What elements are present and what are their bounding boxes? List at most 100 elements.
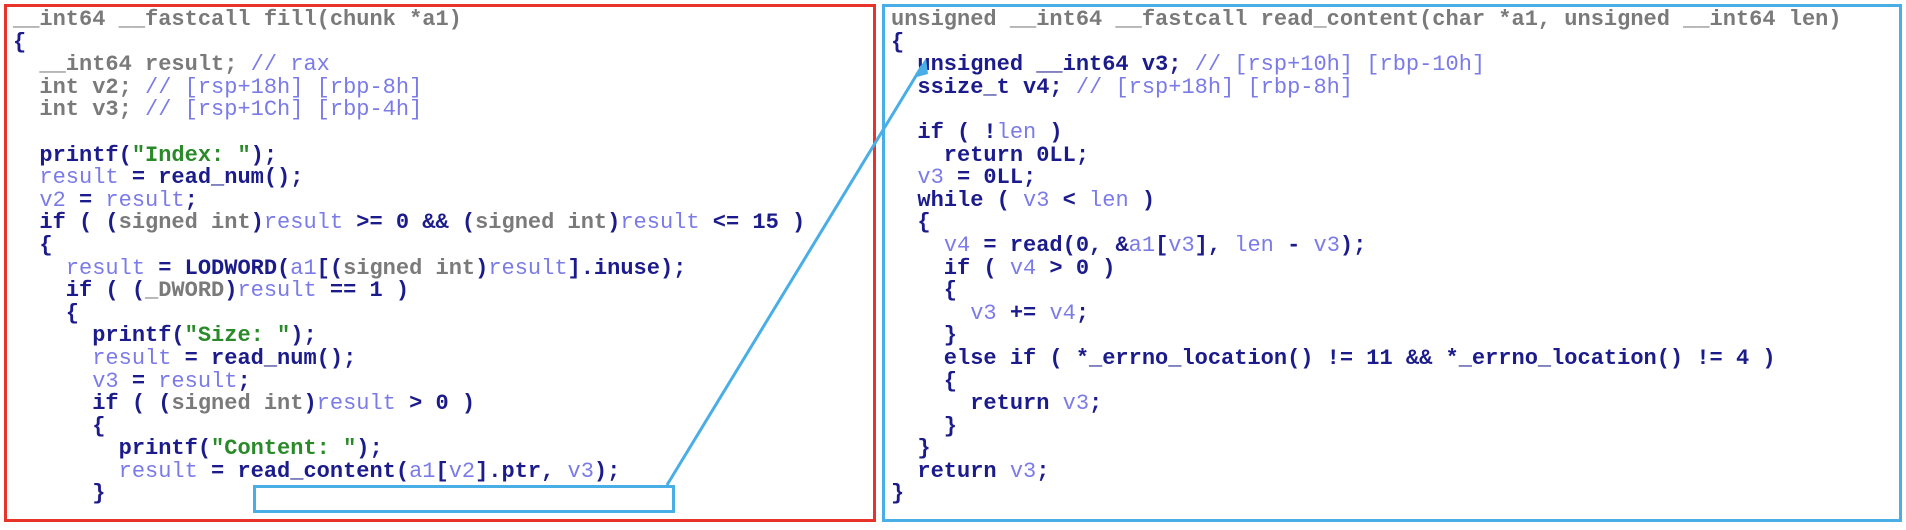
read-content-function-panel: unsigned __int64 __fastcall read_content…	[882, 4, 1902, 522]
code-token: a1	[409, 458, 436, 484]
code-line: v3 += v4;	[891, 300, 1842, 326]
code-line: {	[13, 234, 805, 258]
code-token: if ( (	[13, 278, 146, 304]
code-token: signed int	[118, 210, 251, 236]
code-token: result	[620, 210, 700, 236]
code-token: = read_num();	[118, 165, 304, 191]
code-token: ].ptr,	[475, 458, 568, 484]
code-line: {	[891, 278, 1842, 304]
code-line: }	[891, 437, 1842, 461]
code-token: v3	[92, 368, 119, 394]
code-line: {	[891, 368, 1842, 394]
code-token: __int64 result;	[13, 52, 251, 78]
code-token: =	[65, 187, 106, 213]
code-token: return 0LL;	[891, 142, 1090, 168]
code-token: v3	[1023, 187, 1050, 213]
code-line: v2 = result;	[13, 187, 805, 213]
code-line: result = read_num();	[13, 165, 805, 191]
code-token: {	[891, 368, 958, 394]
code-line: v3 = result;	[13, 368, 805, 394]
code-token: printf(	[13, 436, 212, 462]
code-token: ;	[1089, 391, 1103, 417]
code-token: v4	[1049, 300, 1076, 326]
code-token: )	[224, 278, 238, 304]
code-token: result	[263, 210, 344, 236]
code-token: result	[92, 345, 172, 371]
code-line: {	[13, 300, 805, 326]
code-token: )	[475, 255, 489, 281]
code-line: if ( (signed int)result >= 0 && (signed …	[13, 212, 805, 235]
code-token: +=	[996, 300, 1050, 326]
code-token: > 0 )	[1036, 255, 1116, 281]
code-token: __int64 __fastcall fill(chunk *a1)	[13, 7, 462, 32]
code-token: {	[891, 29, 905, 55]
code-token: );	[250, 142, 278, 168]
code-token: a1	[290, 255, 317, 281]
code-token: "Size: "	[184, 323, 291, 349]
code-token: else if ( *_errno_location() != 11 && *_…	[891, 345, 1776, 371]
code-line: v4 = read(0, &a1[v3], len - v3);	[891, 232, 1842, 258]
fill-function-code: __int64 __fastcall fill(chunk *a1) { __in…	[13, 7, 805, 506]
code-line: return v3;	[891, 391, 1842, 417]
code-token: result	[118, 458, 198, 484]
read-content-call-highlight	[253, 485, 675, 513]
code-token: = LODWORD(	[145, 255, 291, 281]
code-token: signed int	[171, 391, 304, 417]
code-token: v3	[1009, 458, 1037, 484]
code-line: printf("Size: ");	[13, 325, 805, 348]
code-line: result = read_content(a1[v2].ptr, v3);	[13, 458, 805, 484]
code-token: // [rsp+10h] [rbp-10h]	[1194, 52, 1486, 78]
code-line: {	[891, 212, 1842, 235]
code-line	[891, 99, 1842, 122]
code-token: v2	[39, 187, 66, 213]
code-line: int v2; // [rsp+18h] [rbp-8h]	[13, 74, 805, 100]
code-token: signed int	[343, 255, 476, 281]
code-token: }	[891, 323, 958, 349]
code-token: = 0LL;	[943, 165, 1037, 191]
code-token: ;	[237, 368, 251, 394]
code-token	[891, 165, 917, 190]
code-token: v4	[1009, 255, 1037, 281]
code-token: printf(	[13, 142, 132, 168]
code-token: =	[118, 368, 159, 394]
code-token: [	[1155, 232, 1169, 258]
code-token: len	[996, 119, 1037, 145]
code-token: "Content: "	[211, 436, 357, 462]
code-token: == 1 )	[316, 278, 410, 304]
code-line: ssize_t v4; // [rsp+18h] [rbp-8h]	[891, 74, 1842, 100]
code-line: }	[891, 413, 1842, 439]
code-token: ],	[1194, 232, 1235, 258]
code-token: while (	[891, 187, 1024, 213]
code-line: return v3;	[891, 458, 1842, 484]
code-line: if ( v4 > 0 )	[891, 255, 1842, 281]
code-line: __int64 result; // rax	[13, 52, 805, 78]
code-token: );	[290, 323, 317, 349]
code-line: return 0LL;	[891, 142, 1842, 168]
code-line: if ( !len )	[891, 119, 1842, 145]
code-token: int v2;	[13, 74, 146, 100]
code-line: if ( (signed int)result > 0 )	[13, 391, 805, 417]
code-token: );	[356, 436, 383, 462]
code-token: int v3;	[13, 97, 146, 123]
code-line: while ( v3 < len )	[891, 187, 1842, 213]
code-token: if ( (	[13, 391, 172, 417]
code-token: result	[316, 391, 396, 417]
code-token: {	[891, 278, 958, 304]
code-token: len	[1234, 232, 1274, 258]
code-line: }	[891, 483, 1842, 506]
code-token: unsigned __int64 v3;	[891, 52, 1195, 78]
code-token	[13, 369, 92, 394]
code-line: {	[891, 29, 1842, 55]
code-token: }	[891, 413, 958, 439]
fill-function-panel: __int64 __fastcall fill(chunk *a1) { __in…	[4, 4, 876, 522]
code-token: = read_content(	[197, 458, 410, 484]
code-token: printf(	[13, 323, 185, 349]
code-token: if ( (	[13, 210, 119, 236]
code-token: [	[435, 458, 449, 484]
code-line: v3 = 0LL;	[891, 165, 1842, 191]
code-token: // [rsp+1Ch] [rbp-4h]	[145, 97, 423, 123]
code-token: ;	[184, 187, 198, 213]
code-token: {	[13, 300, 80, 326]
code-token: ssize_t v4;	[891, 74, 1076, 100]
code-line: {	[13, 415, 805, 439]
